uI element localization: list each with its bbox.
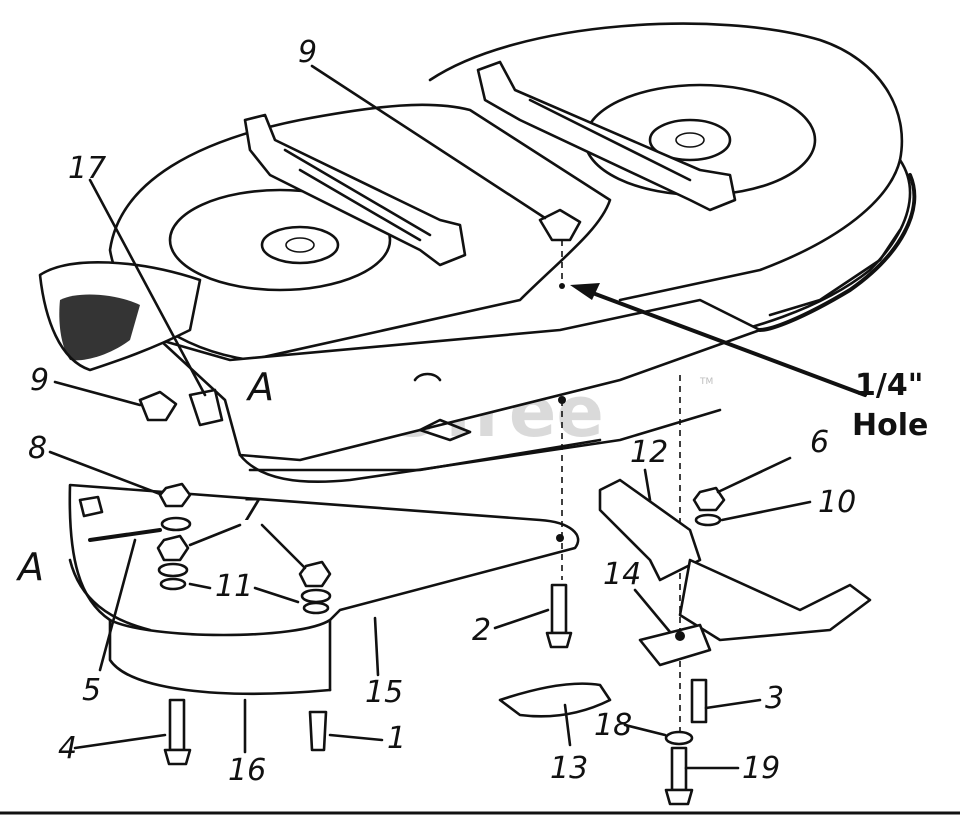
callout-8: 8 <box>28 431 47 466</box>
callout-17: 17 <box>68 151 106 186</box>
callout-5: 5 <box>82 673 101 708</box>
labels: 1/4" Hole A A <box>15 365 928 589</box>
hole-label-word: Hole <box>852 408 928 443</box>
callout-19: 19 <box>742 751 780 786</box>
callout-7: 7 <box>242 493 261 528</box>
callout-15: 15 <box>365 675 403 710</box>
callout-18: 18 <box>594 708 632 743</box>
callout-2: 2 <box>472 613 491 648</box>
callout-3: 3 <box>765 681 784 716</box>
view-marker-top: A <box>245 365 274 409</box>
view-marker-left: A <box>15 545 44 589</box>
leader-lines <box>48 64 812 770</box>
callout-14: 14 <box>603 557 641 592</box>
callout-9-top: 9 <box>298 35 317 70</box>
callout-9-left: 9 <box>30 363 49 398</box>
mower-deck <box>38 22 917 484</box>
callout-1: 1 <box>387 721 406 756</box>
hole-arrow <box>559 240 867 397</box>
callout-12: 12 <box>630 435 668 470</box>
callout-10: 10 <box>818 485 856 520</box>
callout-6: 6 <box>810 425 829 460</box>
callout-4: 4 <box>58 731 77 766</box>
hole-label-size: 1/4" <box>855 368 923 403</box>
callout-16: 16 <box>228 753 266 788</box>
watermark-tm: TM <box>699 377 713 387</box>
baffle-plate <box>68 483 580 696</box>
callout-numbers: 9 17 9 8 7 11 5 4 16 1 15 2 12 6 10 14 3… <box>28 35 856 788</box>
callout-11: 11 <box>215 569 253 604</box>
hardware <box>78 208 582 766</box>
callout-13: 13 <box>550 751 588 786</box>
